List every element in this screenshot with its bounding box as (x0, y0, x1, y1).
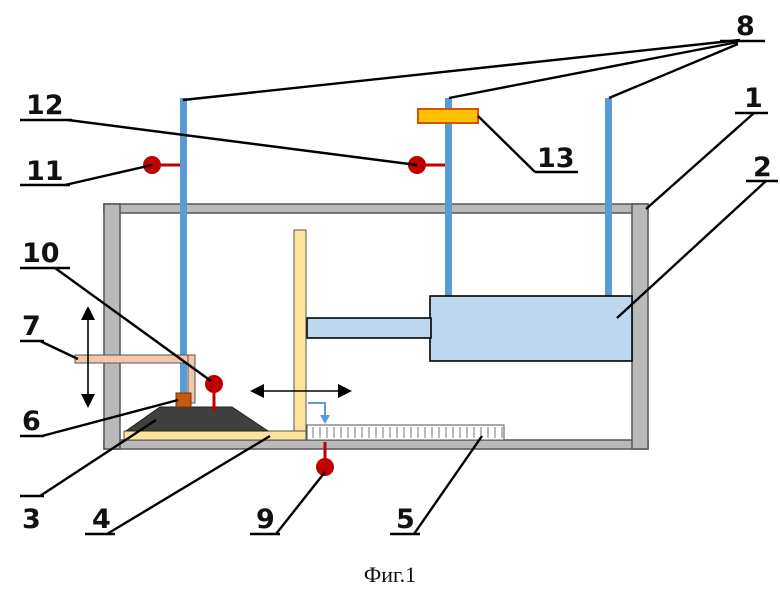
label-5: 5 (396, 504, 415, 535)
pointer-arrowhead (320, 415, 330, 424)
label-4: 4 (92, 504, 111, 535)
vertical-plate (294, 230, 306, 440)
label-7: 7 (22, 311, 41, 342)
label-1: 1 (744, 83, 763, 114)
base-plate (124, 431, 306, 440)
label-10: 10 (22, 238, 60, 269)
scale (307, 425, 504, 440)
cylinder (307, 296, 632, 361)
element-6 (176, 393, 191, 407)
label-9: 9 (256, 504, 275, 535)
label-3: 3 (22, 504, 41, 535)
label-2: 2 (753, 152, 772, 183)
pointer-arrow (308, 403, 325, 417)
label-8: 8 (736, 11, 755, 42)
label-13: 13 (537, 143, 575, 174)
label-12: 12 (26, 90, 64, 121)
sample (126, 407, 268, 431)
leader-lines (20, 40, 778, 534)
label-6: 6 (22, 406, 41, 437)
heater (418, 109, 478, 123)
figure-caption: Фиг.1 (364, 562, 416, 587)
label-11: 11 (26, 156, 64, 187)
thermocouple-10 (205, 375, 223, 412)
